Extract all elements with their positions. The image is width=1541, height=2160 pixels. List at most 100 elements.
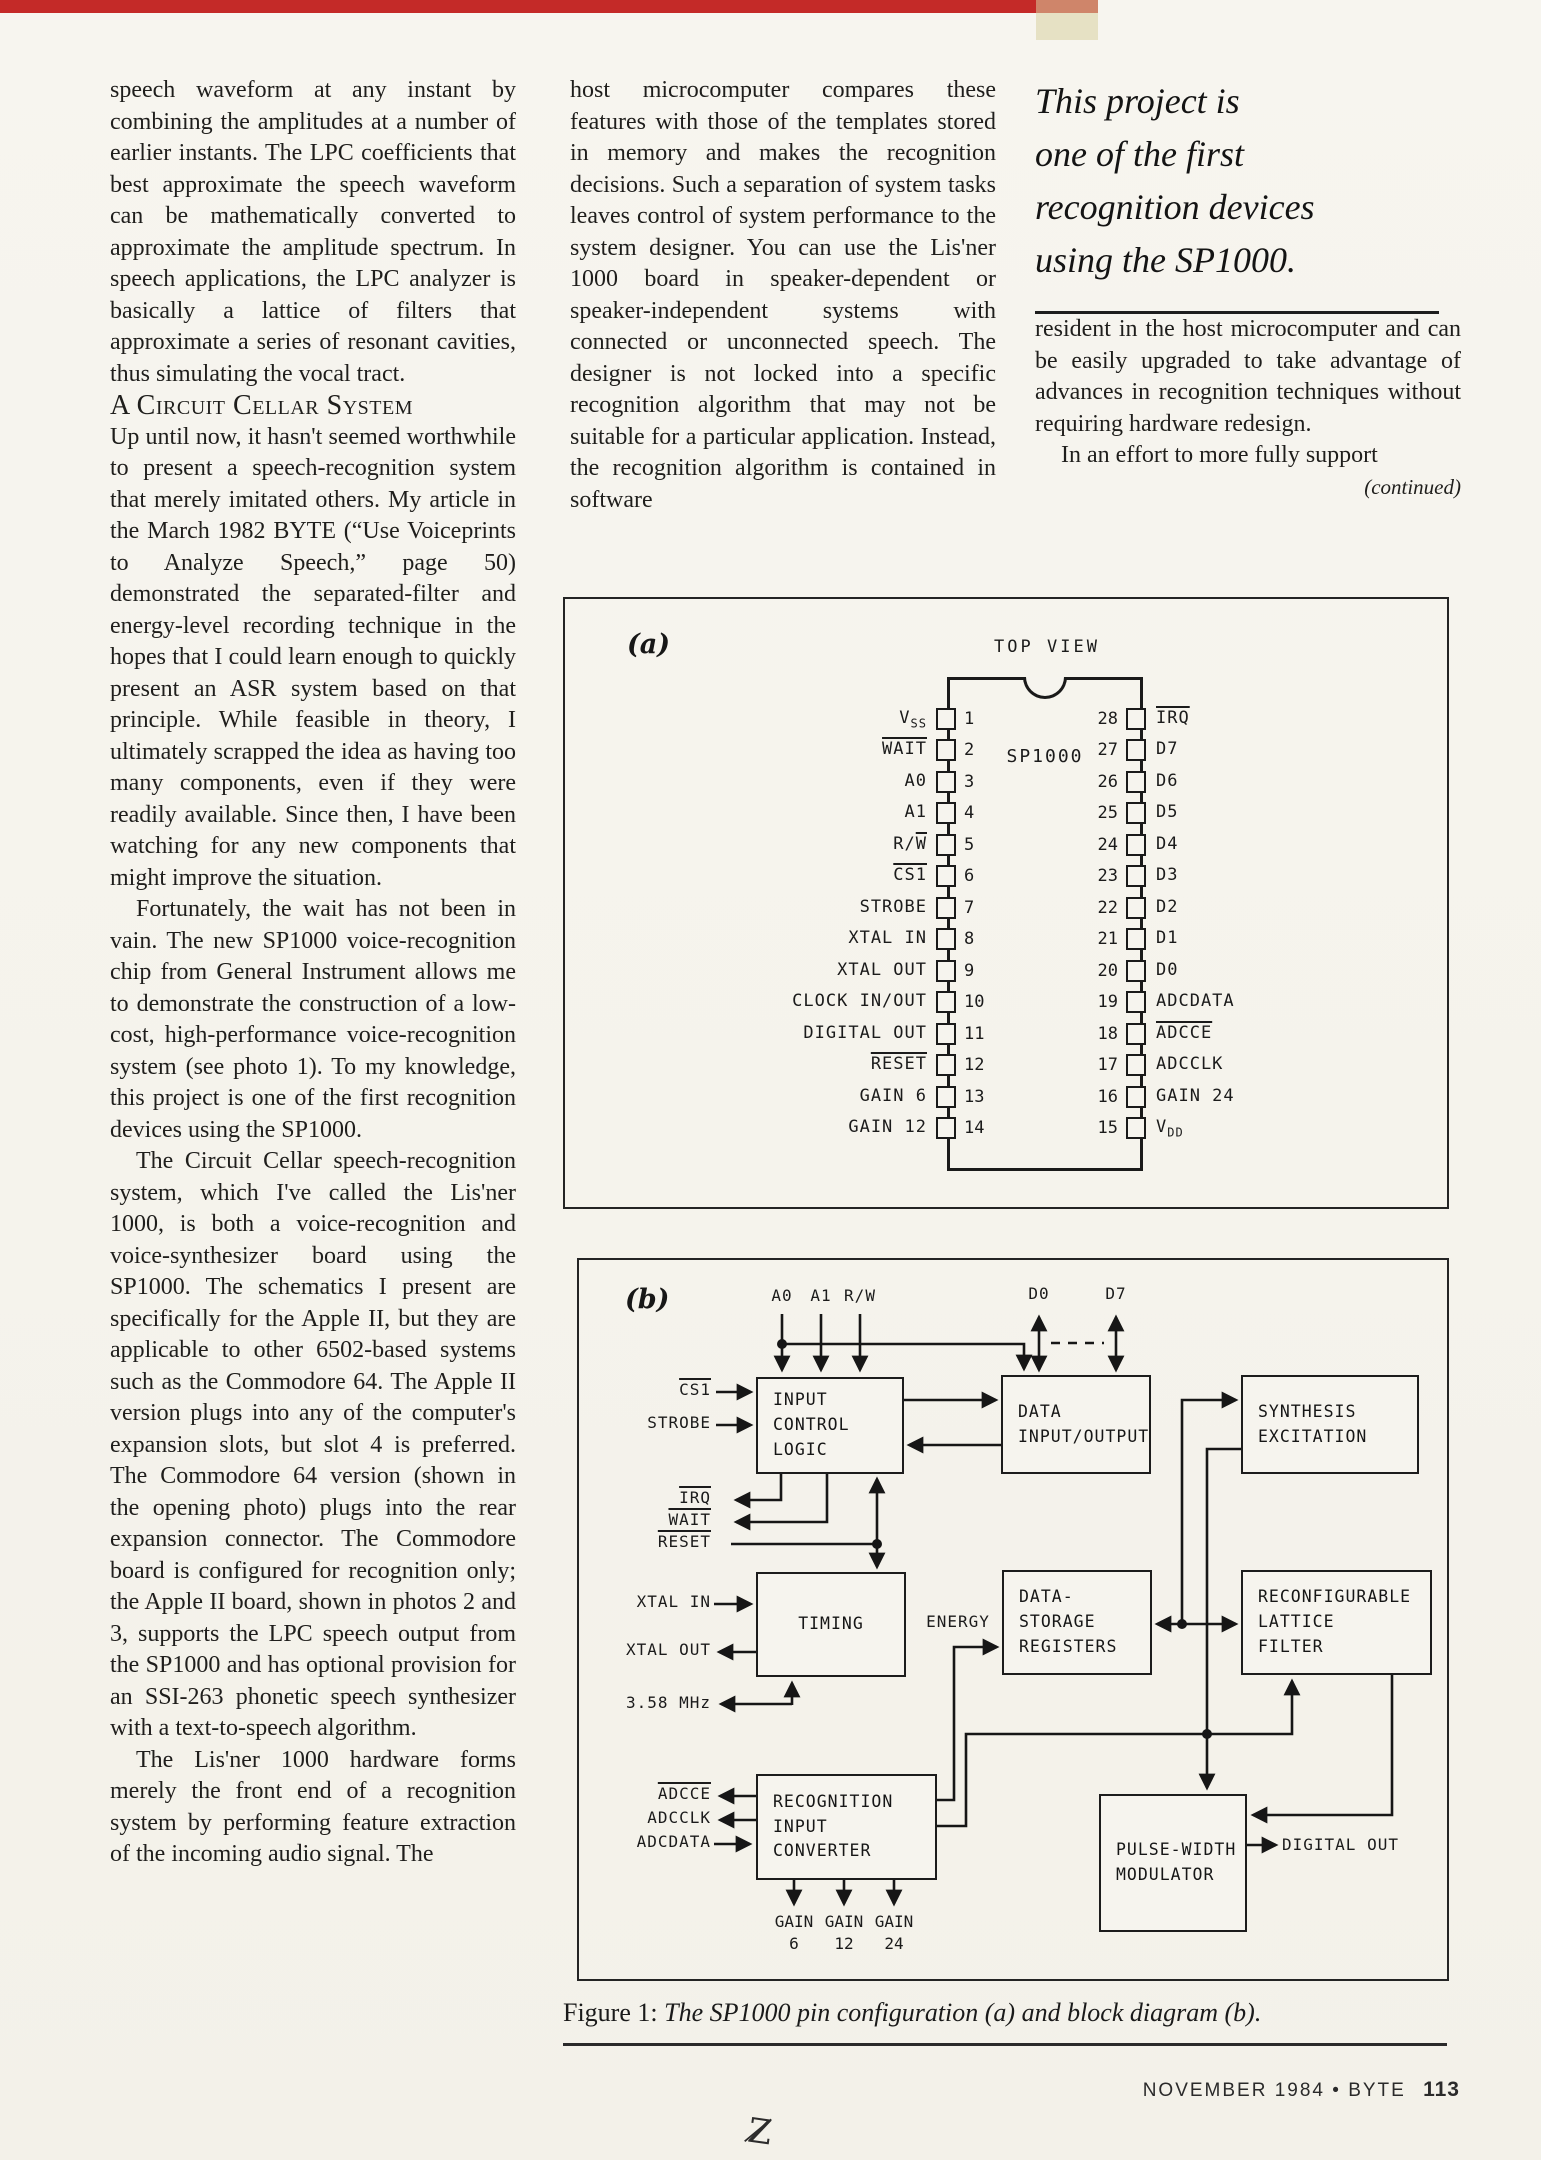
pin-label: D3 (1156, 865, 1179, 886)
pin-label: ADCCE (1156, 1022, 1213, 1043)
pin-number: 21 (1097, 929, 1118, 950)
pin-number: 18 (1097, 1023, 1118, 1044)
pin-row: DIGITAL OUT 11 (565, 1018, 984, 1050)
figure-a-label: (a) (627, 629, 671, 660)
pin-number: 20 (1097, 960, 1118, 981)
scan-artifact-mark: Z̸ (745, 2110, 775, 2154)
pin-number: 7 (964, 897, 975, 918)
signal-3-58-mhz: 3.58 MHz (625, 1693, 711, 1712)
signal-cs1: CS1 (679, 1380, 711, 1399)
paragraph: Up until now, it hasn't seemed worthwhil… (110, 423, 516, 891)
pin-box (936, 707, 956, 730)
pin-label: CLOCK IN/OUT (792, 991, 927, 1012)
pin-label: VSS (899, 707, 927, 730)
pin-label: D4 (1156, 833, 1179, 854)
pin-row: STROBE 7 (565, 892, 974, 924)
top-color-swatch (1036, 0, 1098, 40)
pin-label: STROBE (859, 896, 927, 917)
signal-d0: D0 (1028, 1284, 1050, 1303)
pin-number: 4 (964, 803, 975, 824)
signal-d7: D7 (1105, 1284, 1127, 1303)
pin-number: 25 (1097, 803, 1118, 824)
block-pulse-width-modulator: PULSE-WIDTH MODULATOR (1099, 1794, 1247, 1932)
pin-box (1126, 802, 1146, 825)
pin-box (936, 1085, 956, 1108)
pin-label: ADCCLK (1156, 1054, 1224, 1075)
signal-a1: A1 (810, 1286, 832, 1305)
pull-quote-rule (1035, 311, 1439, 314)
signal-reset: RESET (657, 1532, 711, 1551)
signal-a0: A0 (771, 1286, 793, 1305)
signal-xtal-out: XTAL OUT (625, 1640, 711, 1659)
pin-box (1126, 1085, 1146, 1108)
pin-box (1126, 1054, 1146, 1077)
pin-number: 3 (964, 771, 975, 792)
signal-irq: IRQ (679, 1488, 711, 1507)
block-input-control-logic: INPUT CONTROL LOGIC (756, 1377, 904, 1474)
block-data-input-output: DATA INPUT/OUTPUT (1001, 1375, 1151, 1474)
pin-label: XTAL OUT (837, 959, 927, 980)
sp1000-chip-outline: SP1000 (947, 677, 1143, 1171)
pin-row: GAIN 12 14 (565, 1113, 984, 1145)
caption-rule (563, 2043, 1447, 2046)
block-data-storage-registers: DATA- STORAGE REGISTERS (1002, 1570, 1152, 1675)
pin-box (936, 1022, 956, 1045)
pull-quote-line: using the SP1000. (1035, 240, 1296, 280)
pin-box (1126, 833, 1146, 856)
pull-quote: This project is one of the first recogni… (1035, 75, 1461, 287)
pin-box (936, 802, 956, 825)
signal-adcdata: ADCDATA (636, 1832, 711, 1851)
pin-label: RESET (870, 1054, 927, 1075)
pin-box (1126, 928, 1146, 951)
block-recognition-input-converter: RECOGNITION INPUT CONVERTER (756, 1774, 937, 1880)
pin-label: GAIN 24 (1156, 1085, 1235, 1106)
pin-number: 14 (964, 1118, 985, 1139)
pin-box (936, 865, 956, 888)
pin-label: XTAL IN (848, 928, 927, 949)
pin-label: A0 (904, 770, 927, 791)
pin-number: 11 (964, 1023, 985, 1044)
pin-box (1126, 896, 1146, 919)
pin-number: 8 (964, 929, 975, 950)
pin-box (1126, 1022, 1146, 1045)
pin-box (936, 896, 956, 919)
pin-box (936, 959, 956, 982)
signal-energy: ENERGY (926, 1612, 990, 1631)
pin-row: 18 ADCCE (1098, 1018, 1456, 1050)
paragraph: speech waveform at any instant by combin… (110, 77, 516, 387)
pin-box (936, 770, 956, 793)
signal-adcclk: ADCCLK (647, 1808, 711, 1827)
pin-box (936, 991, 956, 1014)
pin-number: 28 (1097, 708, 1118, 729)
pin-label: WAIT (882, 739, 927, 760)
page-footer: NOVEMBER 1984 • BYTE 113 (1143, 2078, 1460, 2102)
pin-label: ADCDATA (1156, 991, 1235, 1012)
pin-number: 1 (964, 708, 975, 729)
signal-rw: R/W (844, 1286, 876, 1305)
pin-box (936, 1117, 956, 1140)
pin-box (936, 928, 956, 951)
pin-box (1126, 959, 1146, 982)
pin-label: DIGITAL OUT (803, 1022, 927, 1043)
pin-label: GAIN 12 (848, 1117, 927, 1138)
pin-box (1126, 707, 1146, 730)
footer-page-number: 113 (1423, 2078, 1460, 2101)
figure-b-block-diagram: (b) A0 A1 R/W D0 D7 CS1 STROBE IRQ WAIT … (577, 1258, 1449, 1981)
block-timing: TIMING (756, 1572, 906, 1677)
pin-number: 12 (964, 1055, 985, 1076)
section-heading: A Circuit Cellar System (110, 390, 413, 421)
pin-row: RESET 12 (565, 1050, 984, 1082)
